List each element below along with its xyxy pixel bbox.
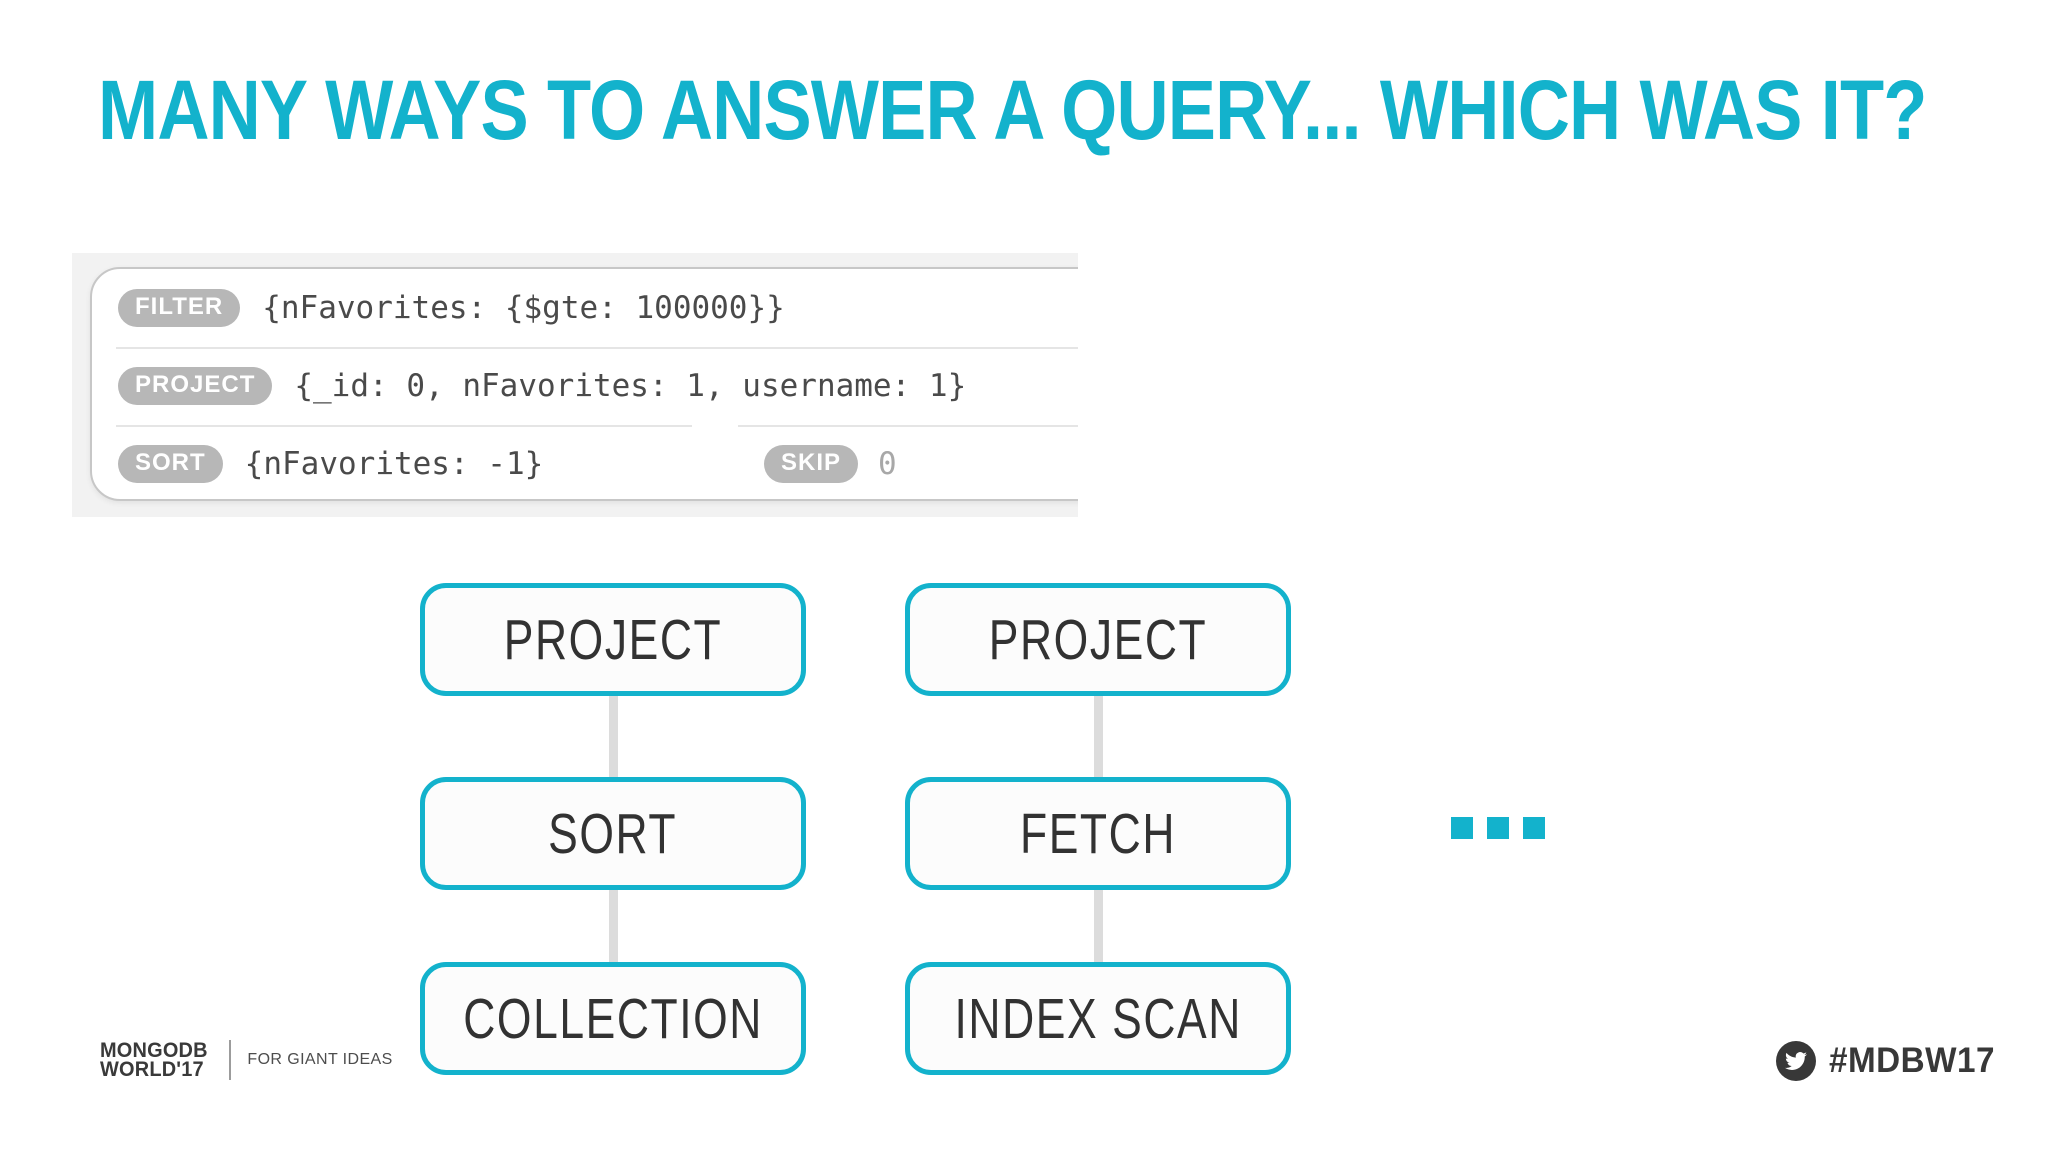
plan2-node-indexscan: INDEX SCAN: [905, 962, 1291, 1075]
query-bar-panel: FILTER {nFavorites: {$gte: 100000}} PROJ…: [90, 267, 1078, 501]
brand-line1: MONGODB: [100, 1038, 208, 1062]
plan1-connector: [609, 696, 618, 777]
plan1-node-project: PROJECT: [420, 583, 806, 696]
plan1-node-collection: COLLECTION: [420, 962, 806, 1075]
plan-node-label: SORT: [548, 801, 678, 866]
project-row: PROJECT {_id: 0, nFavorites: 1, username…: [118, 347, 1078, 425]
ellipsis-dot: [1451, 817, 1473, 839]
page-title: MANY WAYS TO ANSWER A QUERY... WHICH WAS…: [98, 63, 1927, 157]
row-separator: [738, 425, 1078, 427]
row-separator: [116, 425, 692, 427]
more-plans-ellipsis: [1451, 817, 1545, 839]
plan-node-label: FETCH: [1019, 801, 1176, 866]
skip-cell: SKIP 0: [764, 425, 897, 503]
plan2-node-fetch: FETCH: [905, 777, 1291, 890]
sort-value: {nFavorites: -1}: [244, 446, 544, 482]
ellipsis-dot: [1523, 817, 1545, 839]
plan1-connector: [609, 890, 618, 962]
plan2-node-project: PROJECT: [905, 583, 1291, 696]
footer-tagline: FOR GIANT IDEAS: [247, 1051, 393, 1068]
plan2-connector: [1094, 890, 1103, 962]
footer-hashtag-block: #MDBW17: [1776, 1041, 2004, 1081]
project-badge: PROJECT: [118, 366, 273, 406]
sort-badge: SORT: [118, 444, 223, 484]
footer-divider: [229, 1040, 232, 1080]
sort-row: SORT {nFavorites: -1} SKIP 0: [118, 425, 1078, 503]
filter-row: FILTER {nFavorites: {$gte: 100000}}: [118, 269, 1078, 347]
ellipsis-dot: [1487, 817, 1509, 839]
plan-node-label: PROJECT: [988, 607, 1208, 672]
filter-value: {nFavorites: {$gte: 100000}}: [262, 290, 785, 326]
mongodb-world-logo: MONGODB WORLD'17: [100, 1038, 208, 1081]
footer-brand-block: MONGODB WORLD'17 FOR GIANT IDEAS: [100, 1038, 393, 1081]
row-separator: [116, 347, 1078, 349]
plan-node-label: INDEX SCAN: [954, 986, 1242, 1051]
event-hashtag: #MDBW17: [1829, 1041, 1995, 1080]
plan-node-label: COLLECTION: [463, 986, 763, 1051]
plan-node-label: PROJECT: [503, 607, 723, 672]
brand-line2: WORLD'17: [100, 1058, 204, 1081]
skip-badge: SKIP: [764, 444, 859, 484]
plan1-node-sort: SORT: [420, 777, 806, 890]
plan2-connector: [1094, 696, 1103, 777]
skip-value: 0: [878, 446, 897, 482]
twitter-icon: [1776, 1041, 1816, 1081]
project-value: {_id: 0, nFavorites: 1, username: 1}: [294, 368, 967, 404]
query-bar-screenshot: FILTER {nFavorites: {$gte: 100000}} PROJ…: [72, 253, 1078, 517]
filter-badge: FILTER: [118, 288, 241, 328]
